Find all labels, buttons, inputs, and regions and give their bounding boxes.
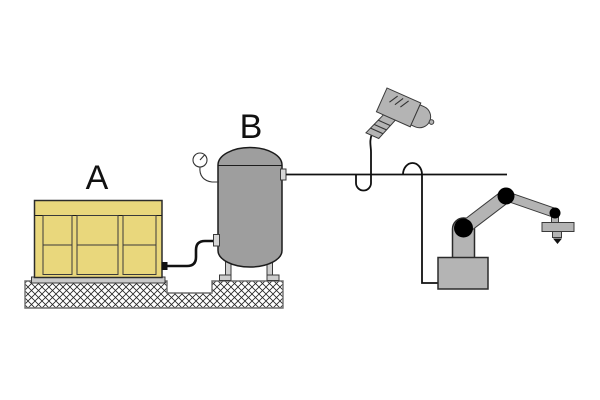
tank-foot: [219, 274, 232, 281]
robot-shoulder-joint: [454, 218, 473, 238]
pressure-gauge-icon: [192, 152, 208, 168]
tank-outlet-port: [280, 168, 287, 181]
panel-cell: [76, 244, 119, 275]
end-effector-tip: [553, 238, 562, 244]
pneumatic-impact-wrench-icon: [365, 87, 435, 140]
gauge-pipe: [199, 166, 219, 183]
robot-arm-icon: [437, 187, 575, 290]
panel-cell: [42, 244, 73, 275]
gauge-needle: [199, 154, 205, 161]
panel-cell: [76, 215, 119, 246]
label-compressor: A: [86, 159, 109, 197]
end-effector-bar: [541, 222, 575, 232]
tank-foot: [266, 274, 280, 281]
panel-cell: [42, 215, 73, 246]
panel-cell: [122, 215, 157, 246]
tool-air-hose: [355, 133, 373, 192]
compressor-unit: A: [31, 159, 168, 284]
end-effector-block: [552, 231, 562, 238]
tool-vent-lines: [389, 95, 409, 108]
receiver-tank: B: [192, 108, 287, 281]
tank-inlet-port: [213, 234, 220, 247]
robot-air-hose: [402, 162, 438, 284]
crosshatch-foundation-icon: [24, 280, 284, 309]
compressor-to-tank-hose: [166, 239, 215, 268]
panel-cell: [122, 244, 157, 275]
air-receiver-tank-icon: [217, 146, 283, 268]
foundation-platform: [24, 280, 284, 309]
tool-nose-nub: [428, 119, 435, 125]
label-tank: B: [240, 108, 263, 146]
robot-base: [437, 256, 489, 290]
robot-wrist-joint: [549, 207, 561, 219]
robot-elbow-joint: [497, 187, 515, 205]
tool-grip-lines: [370, 119, 391, 135]
compressor-outlet-connector: [161, 262, 168, 270]
